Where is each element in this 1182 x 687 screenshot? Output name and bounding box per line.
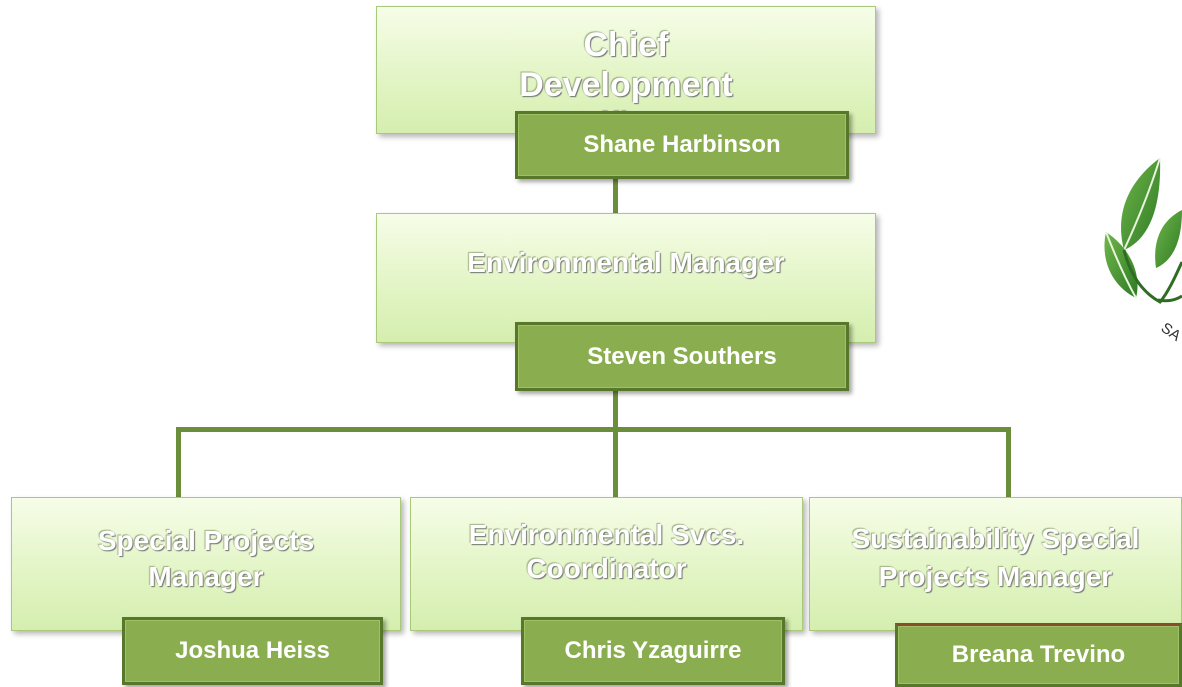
connector-manager-down <box>613 390 618 430</box>
role-box-environmental-manager: Environmental Manager <box>376 213 876 343</box>
connector-right <box>1006 427 1011 498</box>
role-title: Special Projects Manager <box>97 525 315 592</box>
person-name: Steven Southers <box>587 342 777 370</box>
person-name: Breana Trevino <box>951 641 1126 668</box>
name-box-breana-trevino: Breana Trevino <box>895 623 1182 687</box>
logo-text: SA <box>1158 319 1182 344</box>
name-box-chris-yzaguirre: Chris Yzaguirre <box>521 617 785 685</box>
person-name: Joshua Heiss <box>175 637 330 664</box>
name-box-shane-harbinson: Shane Harbinson <box>515 111 849 179</box>
role-title: Environmental Svcs. Coordinator <box>468 519 745 584</box>
name-box-joshua-heiss: Joshua Heiss <box>122 617 383 685</box>
role-box-special-projects-manager: Special Projects Manager <box>11 497 401 631</box>
connector-middle <box>613 427 618 498</box>
name-box-steven-southers: Steven Southers <box>515 322 849 391</box>
role-title: Sustainability Special Projects Manager <box>851 523 1140 592</box>
person-name: Shane Harbinson <box>583 131 781 158</box>
connector-horizontal <box>176 427 1011 432</box>
connector-top <box>613 178 618 214</box>
leaf-logo-icon: SA <box>1104 157 1182 345</box>
person-name: Chris Yzaguirre <box>564 637 742 664</box>
role-title: Environmental Manager <box>467 247 785 278</box>
role-box-environmental-svcs-coordinator: Environmental Svcs. Coordinator <box>410 497 803 631</box>
connector-left <box>176 427 181 498</box>
role-box-sustainability-special-projects-manager: Sustainability Special Projects Manager <box>809 497 1182 631</box>
